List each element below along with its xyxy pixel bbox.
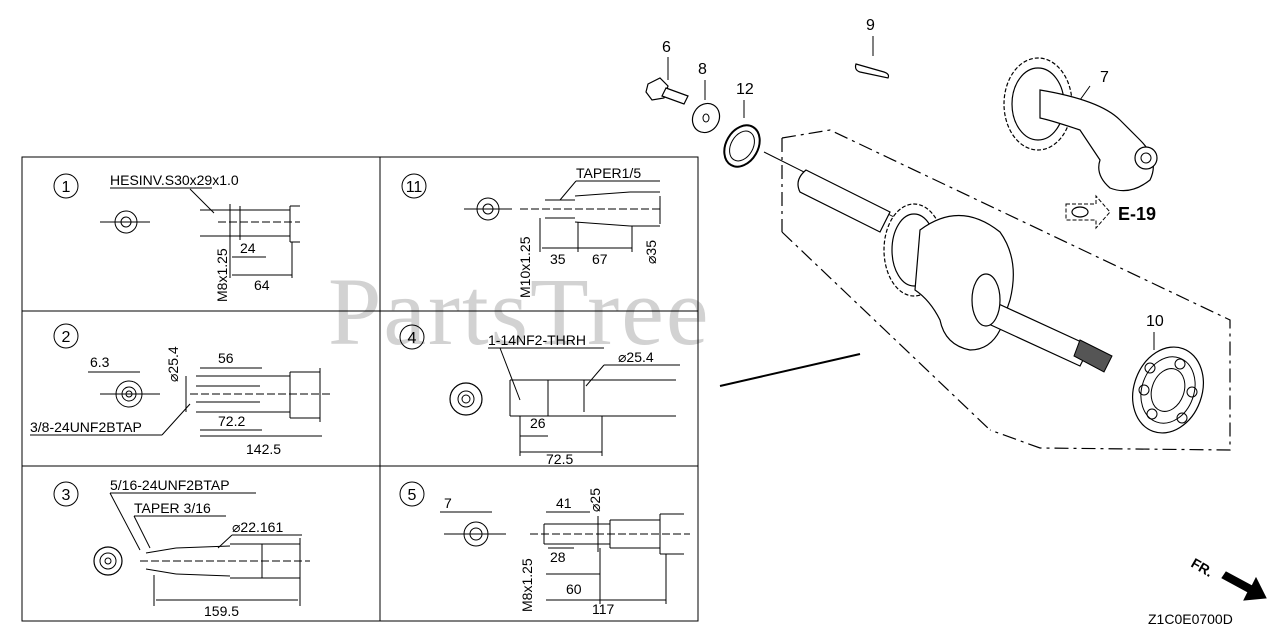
dim-label: 60 (566, 581, 582, 597)
variant-circle-11 (401, 173, 427, 199)
variant-number: 3 (62, 487, 71, 504)
variant-circle-4 (399, 324, 425, 350)
part-number-7: 6 (662, 39, 671, 56)
dim-label: 56 (218, 350, 234, 366)
dim-label: 35 (550, 251, 566, 267)
dia-label: ⌀25.4 (165, 346, 181, 382)
dim-label: 142.5 (246, 441, 281, 457)
variant-table-frame (21, 156, 699, 622)
reference-arrow-icon (1065, 194, 1111, 230)
front-label: FR. (1189, 555, 1217, 580)
part-6-balancer[interactable]: 7 (1003, 57, 1158, 192)
crankshaft[interactable] (797, 169, 1113, 373)
dim-label: 6.3 (90, 354, 110, 370)
part-8-washer[interactable]: 8 (687, 61, 725, 137)
dim-label: 7 (444, 495, 452, 511)
dim-label: 41 (556, 495, 572, 511)
dim-label: 26 (530, 415, 546, 431)
tap-label: 5/16-24UNF2BTAP (110, 477, 230, 493)
dim-label: 28 (550, 549, 566, 565)
spec-label: TAPER 3/16 (134, 500, 211, 516)
tap-label: 3/8-24UNF2BTAP (30, 419, 142, 435)
variant-circle-2 (53, 323, 79, 349)
dim-label: 72.5 (546, 451, 573, 467)
part-number-12: 12 (736, 81, 754, 98)
variant-3[interactable]: 3 5/16-24UNF2BTAP TAPER 3/16 ⌀22.161 159… (53, 477, 310, 619)
gear-icon (1003, 57, 1073, 151)
ring-icon (723, 124, 761, 168)
variant-5[interactable]: 5 7 41 ⌀25 28 M8x1.25 60 117 (399, 481, 690, 617)
part-9-key[interactable]: 9 (854, 17, 890, 79)
variant-number: 1 (62, 179, 71, 196)
dim-label: 24 (240, 240, 256, 256)
key-icon (854, 63, 890, 79)
variant-number: 11 (406, 179, 423, 196)
part-12-ring[interactable]: 12 (717, 81, 767, 173)
variant-number: 4 (408, 330, 417, 347)
dia-label: ⌀25 (587, 488, 603, 512)
spec-label: HESINV.S30x29x1.0 (110, 172, 239, 188)
variant-4[interactable]: 4 1-14NF2-THRH ⌀25.4 26 72.5 (399, 324, 680, 467)
front-direction: FR. (1189, 555, 1267, 601)
variant-number: 2 (62, 329, 71, 346)
front-arrow-icon (1221, 571, 1267, 601)
dim-label: 117 (592, 601, 615, 617)
dim-label: 72.2 (218, 413, 245, 429)
e19-reference[interactable]: E-19 (1065, 194, 1156, 230)
variant-2[interactable]: 2 6.3 ⌀25.4 56 72.2 142.5 3/8-24UNF2BTAP (30, 323, 330, 457)
spec-label: TAPER1/5 (576, 165, 641, 181)
bearing-icon (1132, 346, 1204, 434)
gear-end-view-icon (449, 382, 483, 416)
diagram-code: Z1C0E0700D (1148, 611, 1233, 627)
variant-table (21, 156, 699, 622)
dia-label: ⌀25.4 (618, 349, 654, 365)
spec-label: 1-14NF2-THRH (488, 332, 586, 348)
variant-11[interactable]: 11 TAPER1/5 35 67 ⌀35 M10x1.25 (401, 165, 661, 298)
dim-label: 67 (592, 251, 608, 267)
variant-leader-line (719, 353, 861, 387)
variant-1[interactable]: 1 HESINV.S30x29x1.0 24 64 M8x1.25 (53, 172, 300, 302)
variant-number: 5 (408, 487, 417, 504)
part-7-bolt[interactable]: 6 (645, 39, 689, 105)
gear-end-view-icon (93, 546, 123, 576)
variant-circle-5 (399, 481, 425, 507)
thread-label: M8x1.25 (214, 248, 230, 302)
reference-label: E-19 (1118, 204, 1156, 224)
part-number-6: 7 (1100, 69, 1109, 86)
thread-label: M8x1.25 (519, 558, 535, 612)
dim-label: 159.5 (204, 603, 239, 619)
crankshaft-shaft (797, 169, 891, 233)
thread-label: M10x1.25 (517, 236, 533, 298)
variant-circle-3 (53, 481, 79, 507)
washer-icon (691, 102, 721, 134)
part-number-9: 9 (866, 17, 875, 34)
dia-label: ⌀22.161 (232, 519, 283, 535)
part-number-10: 10 (1146, 313, 1164, 330)
variant-circle-1 (53, 173, 79, 199)
part-10-bearing[interactable]: 10 (1121, 313, 1215, 443)
part-number-8: 8 (698, 61, 707, 78)
dim-label: 64 (254, 277, 270, 293)
dia-label: ⌀35 (643, 240, 659, 264)
